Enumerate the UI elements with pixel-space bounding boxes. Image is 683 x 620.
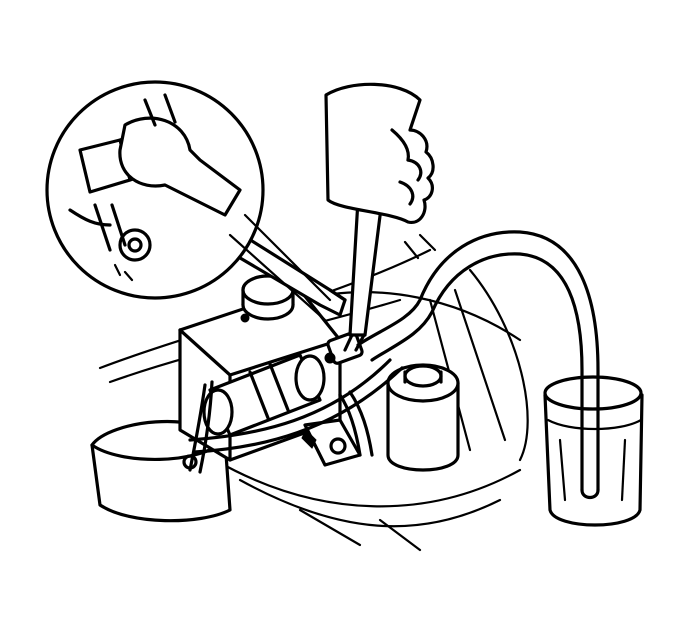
hand-icon (324, 82, 435, 225)
reservoir-cap-icon (386, 363, 460, 472)
magnified-detail-circle-icon (45, 80, 265, 300)
inset-leader-lines (228, 213, 332, 322)
glass-jar-with-fluid-icon (543, 375, 644, 527)
brake-lines (182, 358, 404, 474)
clear-hose-icon (356, 230, 600, 500)
